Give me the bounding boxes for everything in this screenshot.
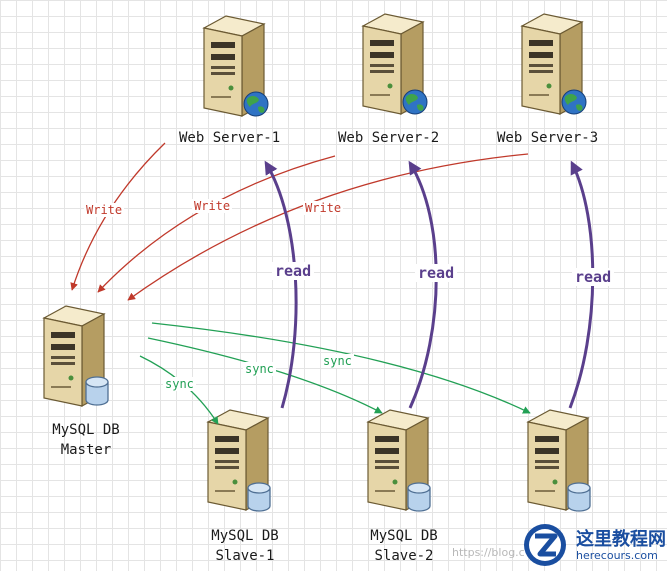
write-label-1: Write [84, 203, 125, 217]
mysql-master-label: MySQL DB Master [38, 420, 134, 460]
sync-arrow-slave2 [147, 337, 383, 414]
sync-arrow-slave3 [151, 322, 531, 414]
mysql-master-label-line1: MySQL DB [52, 422, 120, 438]
mysql-slave-1-label-line2: Slave-1 [215, 548, 275, 564]
mysql-slave-2-label: MySQL DB Slave-2 [356, 526, 452, 566]
watermark-text: https://blog.c [452, 546, 525, 559]
sync-label-3: sync [321, 354, 354, 368]
mysql-slave-2-label-line1: MySQL DB [370, 528, 438, 544]
read-label-1: read [272, 262, 315, 280]
write-label-3: Write [303, 201, 344, 215]
mysql-slave-2-icon [367, 409, 431, 512]
web-server-2-label: Web Server-2 [338, 130, 440, 146]
mysql-slave-1-icon [207, 409, 271, 512]
mysql-slave-1-label: MySQL DB Slave-1 [197, 526, 293, 566]
web-server-3-label: Web Server-3 [497, 130, 599, 146]
read-arrow-web2 [408, 160, 438, 409]
site-badge-title: 这里教程网 [576, 529, 666, 550]
read-label-2: read [415, 264, 458, 282]
site-badge-url: herecours.com [576, 549, 658, 562]
site-badge: 这里教程网 herecours.com [516, 521, 666, 569]
web-server-1-icon [203, 15, 269, 117]
mysql-slave-2-label-line2: Slave-2 [374, 548, 434, 564]
mysql-slave-1-label-line1: MySQL DB [211, 528, 279, 544]
read-label-3: read [572, 268, 615, 286]
web-server-3-icon [521, 13, 587, 115]
write-label-2: Write [192, 199, 233, 213]
site-logo-icon [524, 524, 566, 566]
sync-label-2: sync [243, 362, 276, 376]
write-arrow-web3 [127, 153, 529, 301]
mysql-slave-3-icon [527, 409, 591, 512]
mysql-master-label-line2: Master [60, 442, 112, 458]
sync-label-1: sync [163, 377, 196, 391]
web-server-2-icon [362, 13, 428, 115]
mysql-master-icon [43, 305, 109, 407]
web-server-1-label: Web Server-1 [179, 130, 281, 146]
